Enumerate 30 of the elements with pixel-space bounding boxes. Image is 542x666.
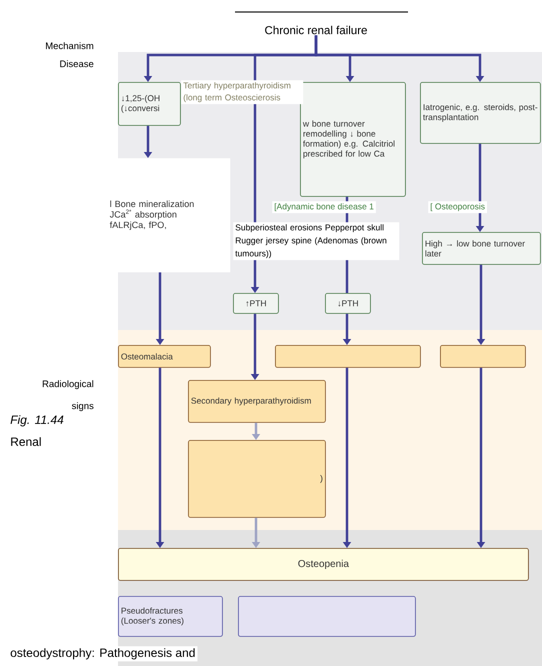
process-box: Iatrogenic, e.g. steroids, post-transplantation <box>420 82 541 144</box>
overlay-text: [Adynamic bone disease 1 <box>272 201 376 214</box>
node-label: fALRjCa, fPO, <box>110 222 166 230</box>
sign-box: Pseudofractures (Looser's zones) <box>118 596 223 637</box>
overlay-text: Tertiary hyperparathyroidism (long term Osteoscierosis <box>181 80 304 104</box>
disease-box: Osteomalacia <box>118 345 211 368</box>
process-box: w bone turnover remodelling ↓ bone formation) e.g. Calcitriol prescribed for low Ca <box>300 82 406 197</box>
axis-label: signs <box>72 402 94 412</box>
disease-box: ) <box>188 440 326 518</box>
sign-box <box>238 596 416 637</box>
caption-text: Renal <box>8 435 44 448</box>
overlay-text: [ Osteoporosis <box>428 201 487 214</box>
axis-label: Mechanism <box>46 42 94 50</box>
text-box: l Bone mineralization JCa$^{2*}$ absorption fALRjCa, fPO, <box>107 158 230 272</box>
caption-text: osteodystrophy: Pathogenesis and <box>8 646 198 662</box>
disease-box <box>275 345 421 368</box>
node-label: l Bone mineralization <box>110 200 194 208</box>
process-box: ↓1,25-(OH (↓conversi <box>118 82 181 126</box>
disease-box <box>440 345 526 368</box>
node-label: JCa$^{2*}$ absorption <box>110 210 176 220</box>
figure-number: Fig. 11.44 <box>8 413 66 428</box>
heading-text: Chronic renal failure <box>265 26 367 34</box>
axis-label: Disease <box>60 60 94 68</box>
process-box: ↑PTH <box>233 293 279 314</box>
process-box: High → low bone turnover later <box>422 232 541 265</box>
disease-box: Secondary hyperparathyroidism <box>188 380 326 423</box>
outcome-band: Osteopenia <box>118 548 529 581</box>
axis-label: Radiological <box>42 380 94 390</box>
overlay-text: Subperiosteal erosions Pepperpot skull Rugger jersey spine (Adenomas (brown tumours)) <box>233 222 400 260</box>
process-box: ↓PTH <box>325 293 371 314</box>
